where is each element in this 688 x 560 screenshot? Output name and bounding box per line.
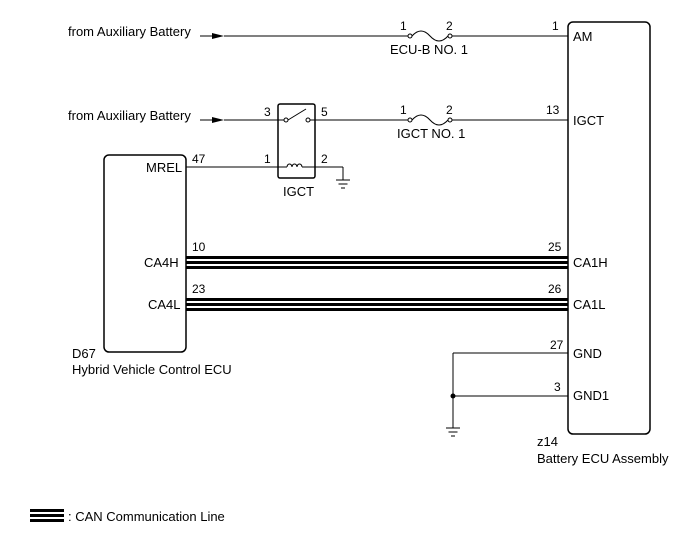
fuse-igct-label: IGCT NO. 1 bbox=[397, 126, 465, 141]
am-label: AM bbox=[573, 29, 593, 44]
source-label-mid: from Auxiliary Battery bbox=[68, 108, 191, 123]
ca4h-label: CA4H bbox=[144, 255, 179, 270]
battery-ecu-box bbox=[567, 21, 651, 435]
relay-coil-icon bbox=[278, 163, 315, 168]
gnd-label: GND bbox=[573, 346, 602, 361]
fuse-ecub-pin-2: 2 bbox=[446, 19, 453, 33]
fuse-icon bbox=[407, 30, 453, 42]
igct-label: IGCT bbox=[573, 113, 604, 128]
relay-switch-icon bbox=[278, 108, 315, 123]
fuse-icon bbox=[407, 114, 453, 126]
ca1h-label: CA1H bbox=[573, 255, 608, 270]
mrel-label: MREL bbox=[146, 160, 182, 175]
can-line-low bbox=[186, 298, 568, 311]
fuse-ecub-label: ECU-B NO. 1 bbox=[390, 42, 468, 57]
ca4l-label: CA4L bbox=[148, 297, 181, 312]
gnd1-pin: 3 bbox=[554, 380, 561, 394]
can-line-high bbox=[186, 256, 568, 269]
legend-label: : CAN Communication Line bbox=[68, 509, 225, 524]
fuse-ecub-pin-1: 1 bbox=[400, 19, 407, 33]
igct-pin: 13 bbox=[546, 103, 560, 117]
hv-ecu-name: Hybrid Vehicle Control ECU bbox=[72, 362, 232, 377]
fuse-igct-pin-1: 1 bbox=[400, 103, 407, 117]
hv-ecu-box bbox=[103, 154, 187, 353]
battery-ecu-name: Battery ECU Assembly bbox=[537, 451, 669, 466]
relay-pin-1: 1 bbox=[264, 152, 271, 166]
ca4h-pin: 10 bbox=[192, 240, 206, 254]
splice-point bbox=[450, 393, 456, 399]
mrel-pin: 47 bbox=[192, 152, 206, 166]
arrow-icon bbox=[200, 33, 224, 39]
ca1l-pin: 26 bbox=[548, 282, 562, 296]
fuse-igct-pin-2: 2 bbox=[446, 103, 453, 117]
source-label-top: from Auxiliary Battery bbox=[68, 24, 191, 39]
ground-icon bbox=[336, 179, 350, 189]
relay-pin-3: 3 bbox=[264, 105, 271, 119]
gnd-pin: 27 bbox=[550, 338, 564, 352]
ground-icon bbox=[446, 427, 460, 437]
hv-ecu-code: D67 bbox=[72, 346, 96, 361]
can-line-legend-icon bbox=[30, 509, 64, 522]
am-pin: 1 bbox=[552, 19, 559, 33]
relay-pin-5: 5 bbox=[321, 105, 328, 119]
relay-box bbox=[277, 103, 316, 179]
ca4l-pin: 23 bbox=[192, 282, 206, 296]
relay-label: IGCT bbox=[283, 184, 314, 199]
battery-ecu-code: z14 bbox=[537, 434, 558, 449]
ca1l-label: CA1L bbox=[573, 297, 606, 312]
relay-pin-2: 2 bbox=[321, 152, 328, 166]
arrow-icon bbox=[200, 117, 224, 123]
ca1h-pin: 25 bbox=[548, 240, 562, 254]
gnd1-label: GND1 bbox=[573, 388, 609, 403]
